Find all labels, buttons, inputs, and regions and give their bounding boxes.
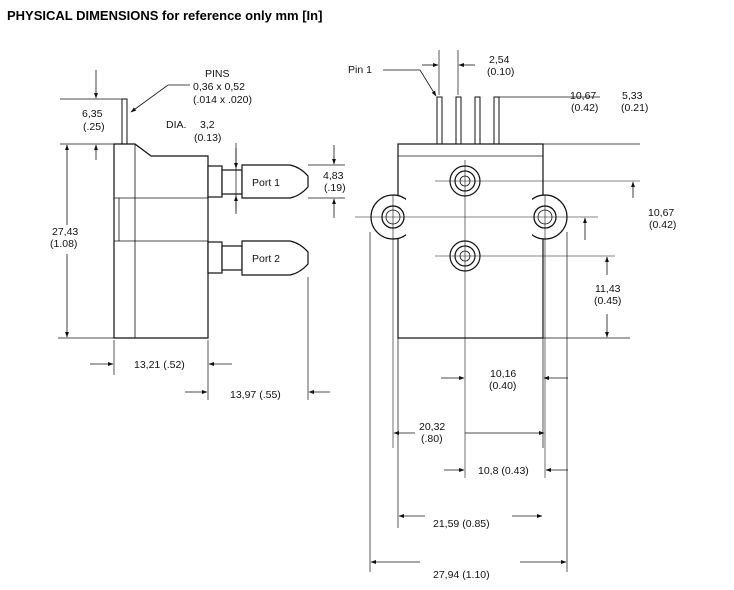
pins-mm-label: 0,36 x 0,52 — [193, 81, 245, 93]
dim-10-67-top-in: (0.42) — [571, 102, 598, 114]
port-2: Port 2 — [207, 240, 309, 276]
dim-27-43-mm: 27,43 — [52, 226, 78, 238]
dim-2-54-mm: 2,54 — [489, 54, 510, 66]
pins-in-label: (.014 x .020) — [193, 94, 252, 106]
front-pin-1 — [436, 96, 443, 145]
dim-11-43-in: (0.45) — [594, 295, 621, 307]
dim-20-32-mm: 20,32 — [419, 421, 445, 433]
dia-label: DIA. — [166, 119, 186, 131]
dim-10-67-right-in: (0.42) — [649, 219, 676, 231]
dim-13-97: 13,97 (.55) — [230, 389, 281, 401]
dia-mm-label: 3,2 — [200, 119, 215, 131]
dim-2-54-in: (0.10) — [487, 66, 514, 78]
dim-5-33-mm: 5,33 — [622, 90, 643, 102]
dim-27-43-in: (1.08) — [50, 238, 77, 250]
side-view: Port 1 Port 2 PINS 0,36 x 0,52 (.014 x .… — [50, 68, 346, 401]
port-1-label: Port 1 — [252, 177, 280, 189]
dia-in-label: (0.13) — [194, 132, 221, 144]
dim-5-33-in: (0.21) — [621, 102, 648, 114]
page-title: PHYSICAL DIMENSIONS for reference only m… — [7, 8, 323, 23]
dim-6-35-in: (.25) — [83, 121, 105, 133]
dim-21-59: 21,59 (0.85) — [433, 518, 490, 530]
dim-4-83-in: (.19) — [324, 182, 346, 194]
pin-1-label: Pin 1 — [348, 64, 372, 76]
port-1: Port 1 — [207, 164, 309, 199]
front-pin-2 — [455, 96, 462, 145]
side-pin — [121, 98, 128, 145]
dim-6-35-mm: 6,35 — [82, 108, 103, 120]
dim-10-67-top-mm: 10,67 — [570, 90, 596, 102]
dim-10-16-mm: 10,16 — [490, 368, 516, 380]
dim-20-32-in: (.80) — [421, 433, 443, 445]
dim-13-21: 13,21 (.52) — [134, 359, 185, 371]
port-2-label: Port 2 — [252, 253, 280, 265]
dim-10-67-right-mm: 10,67 — [648, 207, 674, 219]
front-pin-3 — [474, 96, 481, 145]
front-pin-4 — [493, 96, 500, 145]
dim-10-16-in: (0.40) — [489, 380, 516, 392]
dim-11-43-mm: 11,43 — [595, 283, 621, 295]
dim-4-83-mm: 4,83 — [323, 170, 344, 182]
pins-label: PINS — [205, 68, 230, 80]
dim-27-94: 27,94 (1.10) — [433, 569, 490, 581]
dim-10-8: 10,8 (0.43) — [478, 465, 529, 477]
front-view: Pin 1 2,54 (0.10) 10,67 (0.42) 5,33 (0.2… — [348, 50, 676, 581]
